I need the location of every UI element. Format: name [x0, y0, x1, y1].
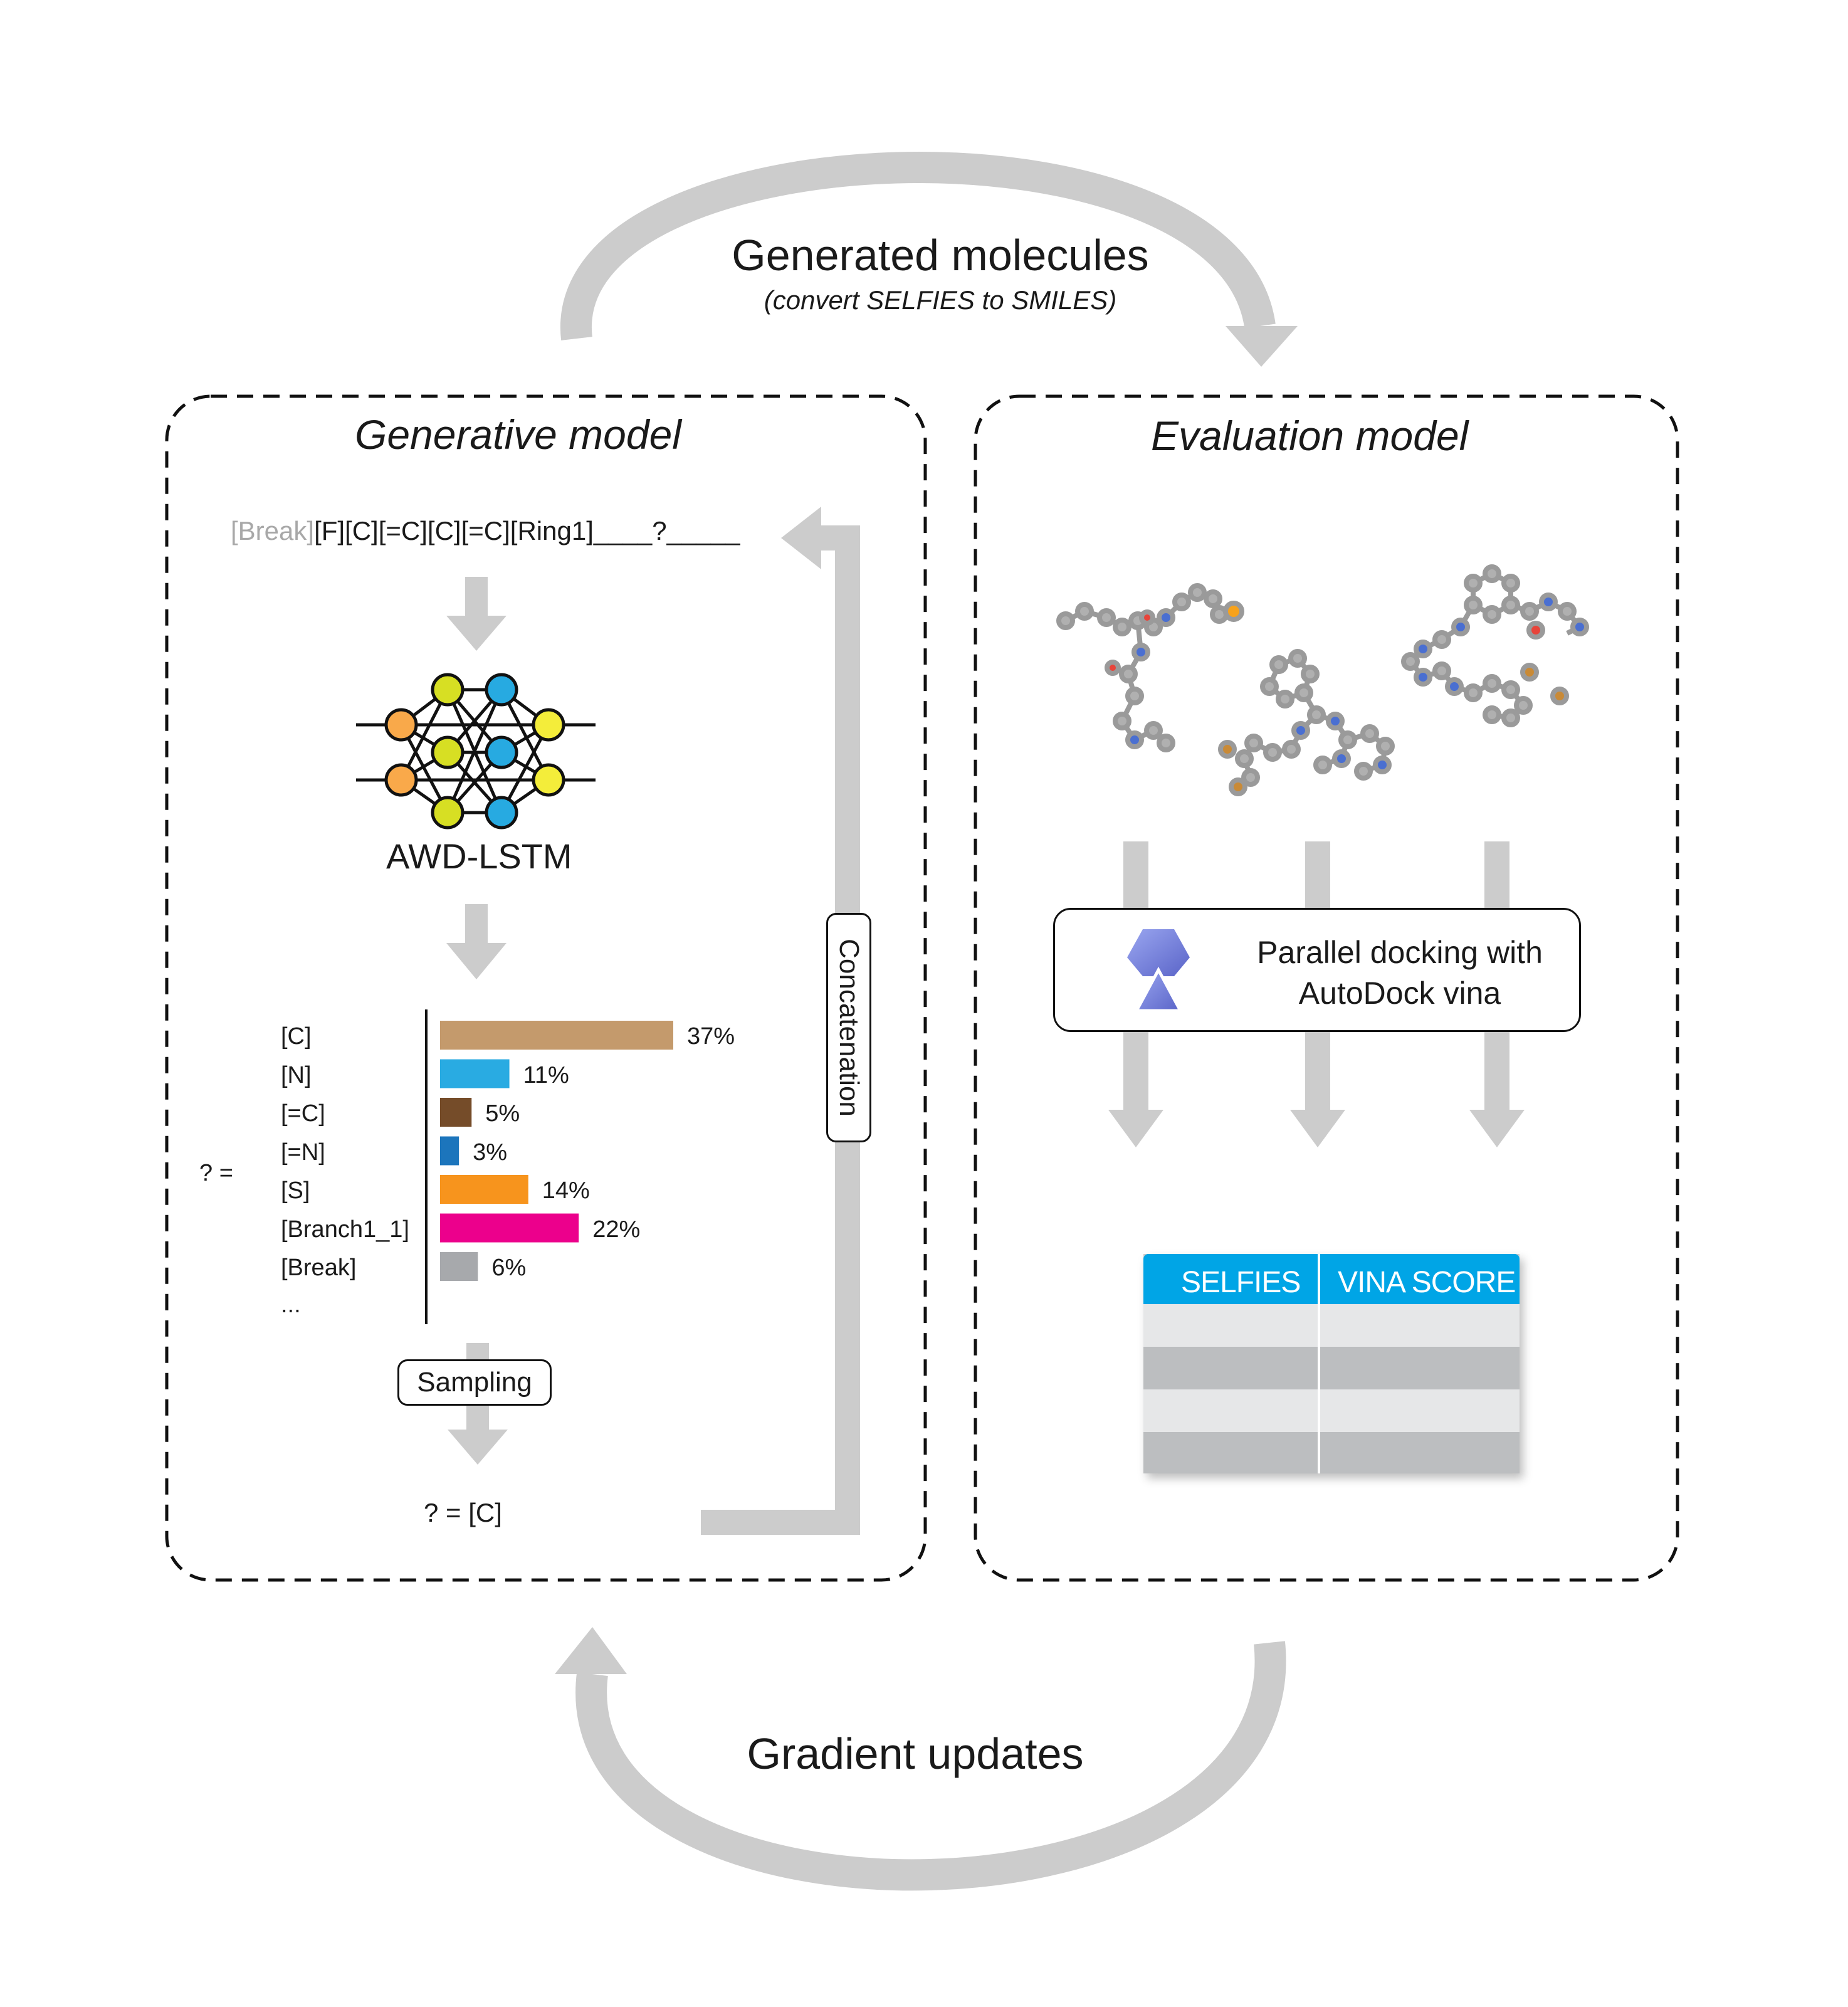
concatenation-loop-arrow [701, 507, 860, 1535]
token-label-6: [Break] [281, 1255, 357, 1281]
token-label-3: [=N] [281, 1139, 325, 1166]
generated-molecules-title: Generated molecules [732, 231, 1149, 280]
bar-1 [440, 1059, 510, 1088]
value-label-2: 5% [485, 1100, 520, 1127]
table-row [1143, 1389, 1520, 1432]
generative-panel [165, 394, 927, 1582]
token-label-2: [=C] [281, 1100, 325, 1127]
bar-2 [440, 1098, 472, 1127]
header-vina-score: VINA SCORE [1338, 1266, 1516, 1299]
generated-molecules-subtitle: (convert SELFIES to SMILES) [764, 285, 1117, 315]
docking-line-2: AutoDock vina [1298, 976, 1501, 1011]
value-label-1: 11% [523, 1061, 569, 1088]
token-ellipsis: ... [281, 1292, 301, 1318]
neural-network-icon [356, 673, 596, 830]
token-label-5: [Branch1_1] [281, 1216, 409, 1243]
value-label-3: 3% [473, 1139, 508, 1166]
generative-model-title: Generative model [355, 411, 681, 458]
docking-line-1: Parallel docking with [1257, 935, 1543, 970]
down-arrow-1 [446, 577, 507, 651]
table-row [1143, 1432, 1520, 1473]
down-arrow-2 [446, 904, 507, 979]
token-label-1: [N] [281, 1061, 312, 1088]
header-selfies: SELFIES [1181, 1266, 1301, 1299]
value-label-4: 14% [542, 1177, 590, 1204]
table-row [1143, 1304, 1520, 1347]
molecule-3 [1401, 564, 1589, 727]
autodock-logo-icon [1127, 929, 1190, 1013]
sequence-prefix: [Break] [231, 516, 315, 545]
token-label-4: [S] [281, 1177, 310, 1204]
docking-arrows [1108, 841, 1525, 1147]
value-label-0: 37% [687, 1023, 735, 1050]
docking-box: Parallel docking with AutoDock vina [1053, 908, 1581, 1032]
model-name: AWD-LSTM [386, 836, 572, 876]
bar-4 [440, 1175, 528, 1204]
selfies-sequence: [Break][F][C][=C][C][=C][Ring1]____?____… [231, 518, 740, 544]
table-column-divider [1318, 1254, 1320, 1473]
sampling-label: Sampling [397, 1359, 552, 1406]
concatenation-text: Concatenation [834, 939, 865, 1117]
sequence-main: [F][C][=C][C][=C][Ring1]____?_____ [314, 516, 740, 545]
value-label-6: 6% [491, 1255, 527, 1281]
bar-6 [440, 1252, 478, 1281]
generated-molecules-arrow [560, 152, 1298, 367]
gradient-updates-arrow [555, 1627, 1286, 1891]
bar-0 [440, 1021, 673, 1050]
gradient-updates-title: Gradient updates [747, 1729, 1084, 1778]
docking-text: Parallel docking with AutoDock vina [1237, 932, 1563, 1014]
bar-5 [440, 1213, 579, 1243]
value-label-5: 22% [592, 1216, 641, 1243]
concatenation-label: Concatenation [826, 913, 871, 1142]
molecule-1 [1056, 583, 1244, 752]
table-row [1143, 1347, 1520, 1389]
down-arrow-3 [448, 1343, 508, 1465]
results-table-header: SELFIES VINA SCORE [1143, 1254, 1520, 1304]
molecule-2 [1218, 649, 1395, 796]
bar-3 [440, 1136, 459, 1166]
token-label-0: [C] [281, 1023, 312, 1050]
evaluation-model-title: Evaluation model [1151, 413, 1469, 459]
sampled-result: ? = [C] [424, 1498, 502, 1527]
results-table: SELFIES VINA SCORE [1143, 1254, 1520, 1473]
bar-chart [440, 1021, 673, 1281]
question-equals: ? = [199, 1160, 233, 1186]
